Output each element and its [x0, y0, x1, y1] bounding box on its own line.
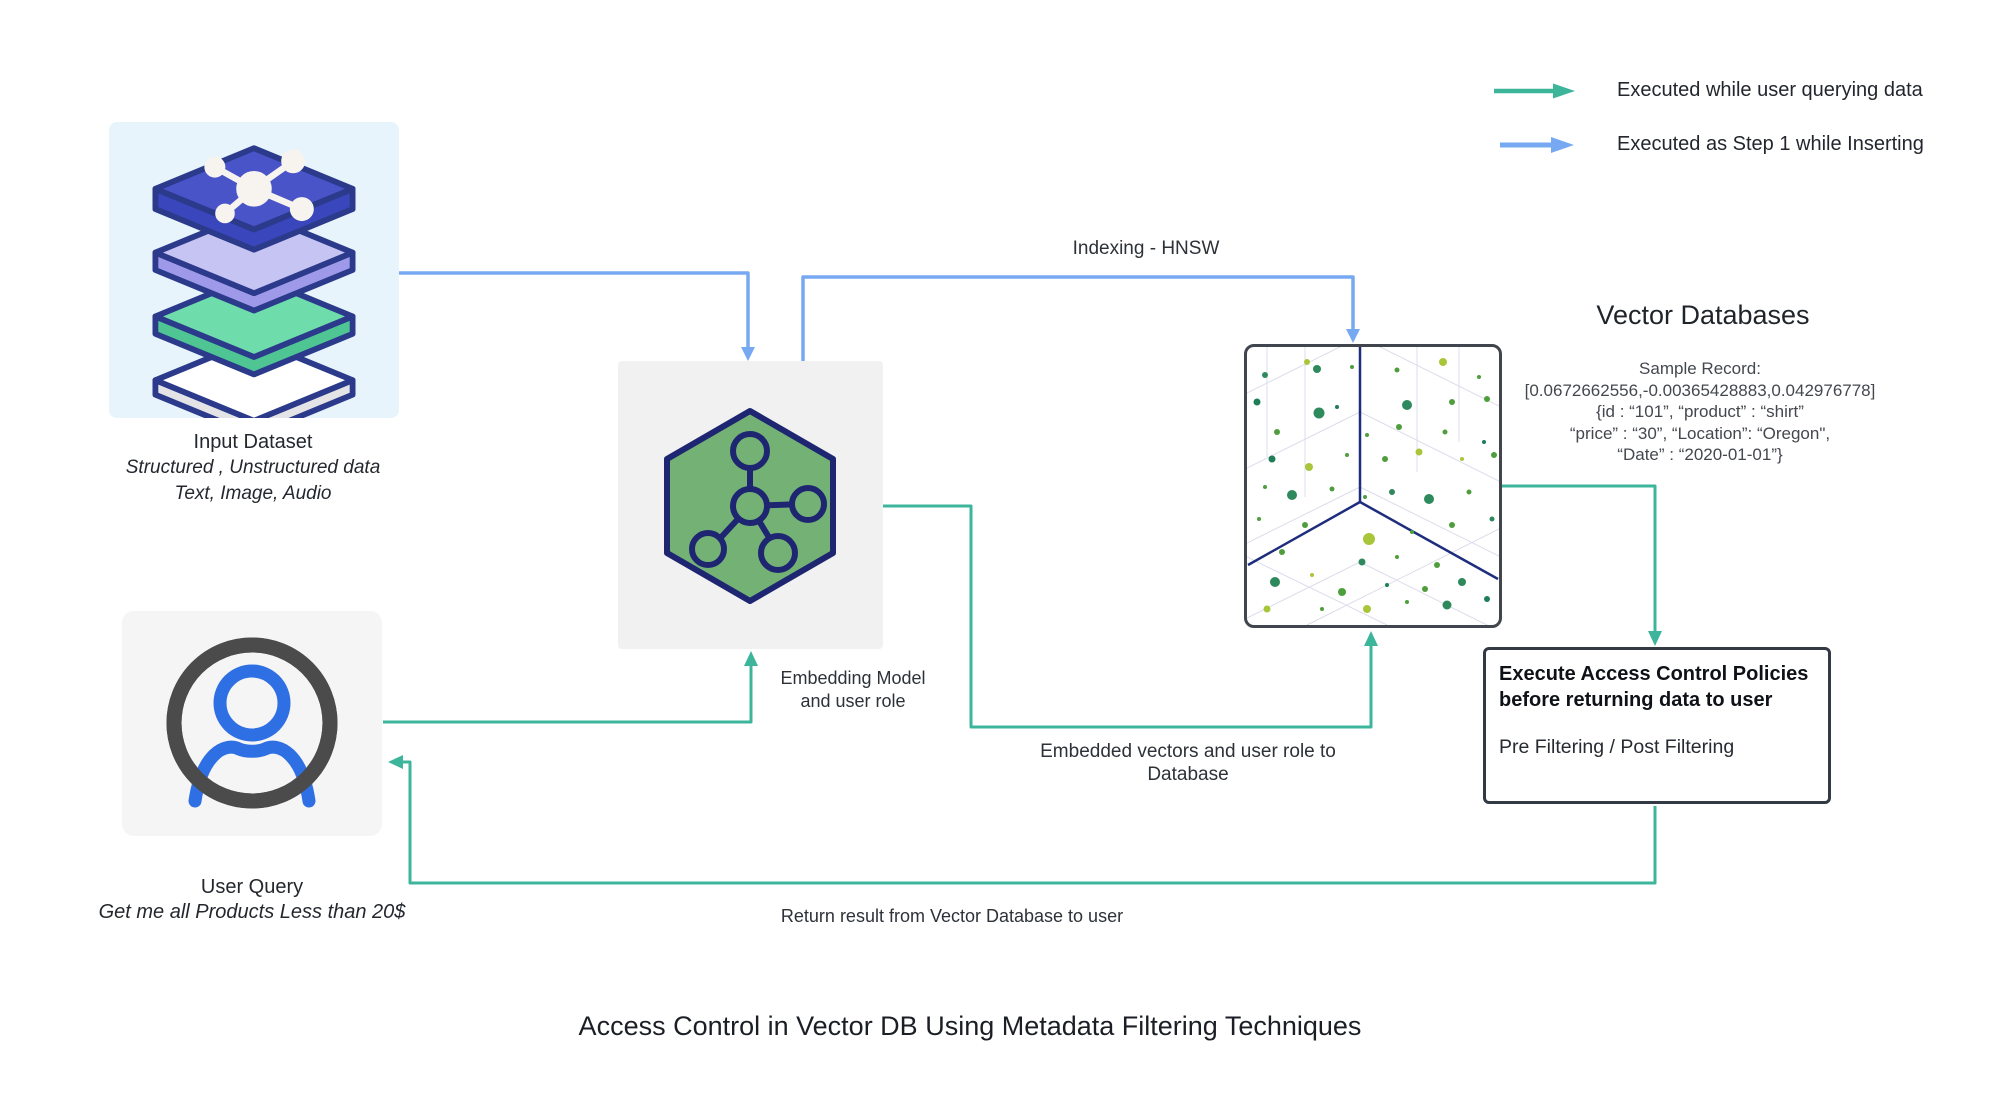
return-result-label: Return result from Vector Database to us… — [780, 906, 1124, 926]
embedded-vectors-label-line2: Database — [1147, 764, 1229, 785]
arrow-user-to-embedding — [383, 651, 758, 724]
vector-db-box — [1244, 344, 1502, 628]
input-dataset-title: Input Dataset — [193, 431, 313, 453]
record-line: [0.0672662556,-0.00365428883,0.042976778… — [1524, 380, 1876, 400]
user-query-tile — [122, 611, 382, 836]
isometric-grid — [1247, 347, 1499, 625]
record-line: “price” : “30”, “Location”: “Oregon", — [1569, 423, 1831, 443]
record-line: “Date” : “2020-01-01”} — [1617, 445, 1783, 464]
input-dataset-subtitle1: Structured , Unstructured data — [125, 457, 381, 478]
legend-insert-label: Executed as Step 1 while Inserting — [1617, 133, 1924, 155]
vector-space-illustration — [1247, 347, 1499, 625]
user-query-subtitle: Get me all Products Less than 20$ — [98, 901, 406, 923]
embedded-vectors-label-line1: Embedded vectors and user role to — [1040, 741, 1336, 762]
vector-db-title: Vector Databases — [1596, 300, 1810, 330]
input-dataset-subtitle2: Text, Image, Audio — [174, 483, 332, 504]
access-control-body: Pre Filtering / Post Filtering — [1499, 736, 1735, 758]
vector-db-sample-record: Sample Record: [0.0672662556,-0.00365428… — [1525, 358, 1876, 466]
access-control-heading-line2: before returning data to user — [1499, 689, 1773, 711]
input-dataset-caption: Input Dataset Structured , Unstructured … — [126, 429, 381, 507]
arrow-db-to-access — [1502, 484, 1662, 646]
access-control-heading-line1: Execute Access Control Policies — [1499, 663, 1809, 685]
embedding-model-label2: and user role — [800, 691, 906, 711]
embedding-hexagon-icon — [664, 408, 836, 604]
user-query-caption: User Query Get me all Products Less than… — [99, 875, 406, 925]
axis-corner-lines — [1247, 347, 1499, 581]
input-dataset-tile — [109, 122, 399, 418]
dataset-layers-icon — [152, 145, 356, 418]
arrow-access-to-user — [388, 755, 1657, 885]
legend-query-arrow-icon — [1494, 83, 1575, 99]
access-control-box: Execute Access Control Policies before r… — [1483, 647, 1831, 804]
layer-white — [152, 336, 356, 418]
record-line: {id : “101”, “product” : “shirt” — [1596, 402, 1804, 421]
vector-points — [1253, 358, 1497, 613]
legend-insert-arrow-icon — [1500, 137, 1574, 153]
hexagon-molecule-glyph — [689, 431, 827, 573]
arrow-input-to-embedding — [399, 271, 755, 361]
embedding-model-caption: Embedding Model and user role — [780, 667, 925, 713]
legend-query-label: Executed while user querying data — [1617, 79, 1923, 101]
user-avatar-icon — [166, 637, 338, 809]
user-query-title: User Query — [200, 876, 304, 898]
molecule-glyph — [204, 149, 314, 224]
layer-green — [152, 272, 356, 378]
embedding-model-label1: Embedding Model — [780, 668, 926, 688]
embedded-vectors-label: Embedded vectors and user role to Databa… — [1040, 740, 1336, 786]
indexing-label: Indexing - HNSW — [1072, 238, 1220, 259]
record-line: Sample Record: — [1639, 359, 1761, 378]
diagram-caption: Access Control in Vector DB Using Metada… — [578, 1011, 1362, 1041]
embedding-model-tile — [618, 361, 883, 649]
